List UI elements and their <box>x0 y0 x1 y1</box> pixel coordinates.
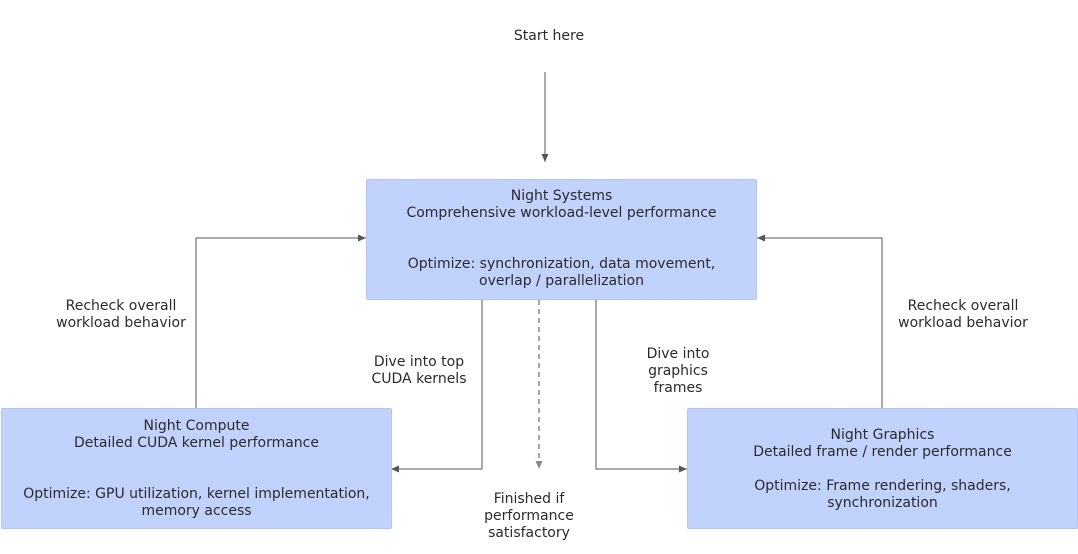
start-label: Start here <box>513 28 585 44</box>
node-subtitle: Detailed CUDA kernel performance <box>74 435 319 451</box>
night-graphics-node[interactable]: Night Graphics Detailed frame / render p… <box>687 408 1078 529</box>
arrow-systems-to-compute <box>391 300 483 473</box>
night-systems-node[interactable]: Night Systems Comprehensive workload-lev… <box>366 179 757 300</box>
node-subtitle: Comprehensive workload-level performance <box>406 205 717 221</box>
finished-label: Finished if performance satisfactory <box>484 491 574 541</box>
node-subtitle: Detailed frame / render performance <box>753 444 1012 460</box>
node-optimize-line-1: Optimize: synchronization, data movement… <box>407 256 716 272</box>
node-optimize-line-2: memory access <box>141 503 252 519</box>
node-title: Night Compute <box>143 418 250 434</box>
node-optimize-line-2: synchronization <box>827 495 938 511</box>
node-title: Night Graphics <box>830 427 935 443</box>
node-title: Night Systems <box>510 188 613 204</box>
recheck-left-label: Recheck overall workload behavior <box>56 298 186 331</box>
arrow-systems-to-graphics <box>595 300 687 473</box>
night-compute-node[interactable]: Night Compute Detailed CUDA kernel perfo… <box>1 408 392 529</box>
arrow-compute-to-systems <box>195 234 366 408</box>
recheck-right-label: Recheck overall workload behavior <box>898 298 1028 331</box>
node-optimize-line-1: Optimize: Frame rendering, shaders, <box>754 478 1011 494</box>
node-optimize-line-1: Optimize: GPU utilization, kernel implem… <box>23 486 370 502</box>
arrow-graphics-to-systems <box>757 234 883 408</box>
node-optimize-line-2: overlap / parallelization <box>479 273 644 289</box>
dive-cuda-label: Dive into top CUDA kernels <box>371 354 467 387</box>
dive-graphics-label: Dive into graphics frames <box>646 346 710 396</box>
